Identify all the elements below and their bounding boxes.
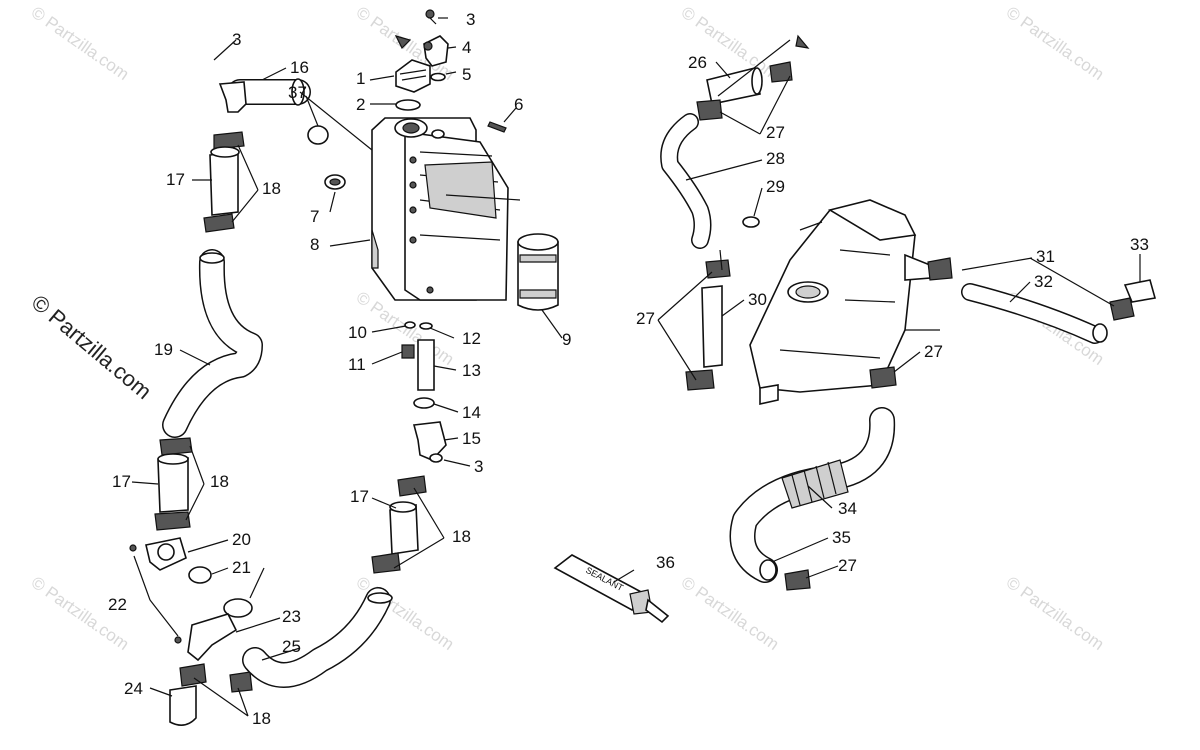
callout-label: 17 (350, 487, 369, 506)
side-watermark: © Partzilla.com (27, 290, 157, 404)
screw (487, 121, 507, 133)
watermark: © Partzilla.com (28, 3, 133, 84)
o-ring (307, 125, 329, 145)
o-ring (413, 397, 435, 409)
callout-label: 4 (462, 38, 471, 57)
callout-label: 21 (232, 558, 251, 577)
callout-label: 19 (154, 340, 173, 359)
drain-plug (401, 344, 415, 359)
callout-label: 30 (748, 290, 767, 309)
callout-label: 3 (474, 457, 483, 476)
screw (425, 9, 437, 25)
callout-label: 22 (108, 595, 127, 614)
watermarks: © Partzilla.com © Partzilla.com © Partzi… (27, 3, 1108, 654)
callout-label: 35 (832, 528, 851, 547)
washer (404, 321, 416, 329)
lower-right-hose (729, 366, 897, 591)
callout-label: 18 (210, 472, 229, 491)
callout-label: 25 (282, 637, 301, 656)
callout-label: 27 (838, 556, 857, 575)
callout-label: 14 (462, 403, 481, 422)
watermark: © Partzilla.com (1003, 573, 1108, 654)
callout-label: 27 (924, 342, 943, 361)
callout-label: 28 (766, 149, 785, 168)
callout-label: 11 (348, 355, 366, 374)
callout-label: 27 (766, 123, 785, 142)
callout-label: 7 (310, 207, 319, 226)
callout-label: 26 (688, 53, 707, 72)
return-hose (927, 257, 1157, 344)
callout-label: 29 (766, 177, 785, 196)
callout-label: 18 (252, 709, 271, 728)
callout-label: 9 (562, 330, 571, 349)
o-ring (395, 99, 421, 111)
callout-label: 37 (288, 83, 307, 102)
leader-lines (131, 17, 1141, 717)
callout-label: 27 (636, 309, 655, 328)
reservoir-tank (371, 117, 509, 301)
callout-label: 31 (1036, 247, 1055, 266)
watermark: © Partzilla.com (678, 573, 783, 654)
sealant-tube: SEALANT (553, 554, 670, 624)
callout-label: 32 (1034, 272, 1053, 291)
callout-label: 36 (656, 553, 675, 572)
tube (417, 339, 435, 391)
callout-label: 20 (232, 530, 251, 549)
callout-label: 12 (462, 329, 481, 348)
callout-label: 10 (348, 323, 367, 342)
o-ring (430, 72, 446, 82)
reservoir-cap (395, 59, 431, 93)
arrow-icon (394, 35, 412, 50)
callout-label: 3 (466, 10, 475, 29)
upper-right-hoses (660, 61, 793, 391)
lower-left-fittings (129, 537, 253, 726)
callout-label: 23 (282, 607, 301, 626)
callout-label: 24 (124, 679, 143, 698)
outlet-elbow (412, 421, 447, 463)
callout-label: 1 (356, 69, 365, 88)
callout-label: 18 (452, 527, 471, 546)
right-hose-assembly (242, 475, 427, 688)
grommet-inner (329, 178, 341, 186)
callouts: 3 4 5 1 2 6 3 16 37 7 8 9 10 12 11 13 14… (108, 10, 1149, 728)
callout-label: 18 (262, 179, 281, 198)
callout-label: 17 (112, 472, 131, 491)
callout-label: 5 (462, 65, 471, 84)
callout-label: 16 (290, 58, 309, 77)
callout-label: 17 (166, 170, 185, 189)
inlet-hose (218, 78, 311, 113)
oil-tank (749, 199, 931, 405)
callout-label: 33 (1130, 235, 1149, 254)
arrow-icon (795, 34, 810, 49)
o-ring (419, 322, 433, 330)
callout-label: 2 (356, 95, 365, 114)
callout-label: 8 (310, 235, 319, 254)
callout-label: 34 (838, 499, 857, 518)
elbow-fitting (423, 35, 449, 67)
left-hose-assembly (154, 131, 263, 531)
filter-element (517, 233, 559, 311)
callout-label: 6 (514, 95, 523, 114)
watermark: © Partzilla.com (1003, 3, 1108, 84)
callout-label: 15 (462, 429, 481, 448)
callout-label: 13 (462, 361, 481, 380)
callout-label: 3 (232, 30, 241, 49)
